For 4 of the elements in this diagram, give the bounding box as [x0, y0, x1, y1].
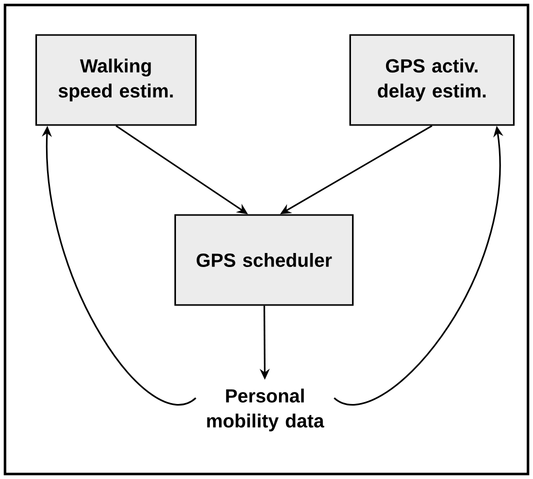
process-box: GPS scheduler	[174, 214, 354, 306]
process-box: Walking speed estim.	[35, 34, 197, 126]
data-label: Personal mobility data	[207, 388, 324, 432]
process-box: GPS activ. delay estim.	[349, 34, 515, 126]
